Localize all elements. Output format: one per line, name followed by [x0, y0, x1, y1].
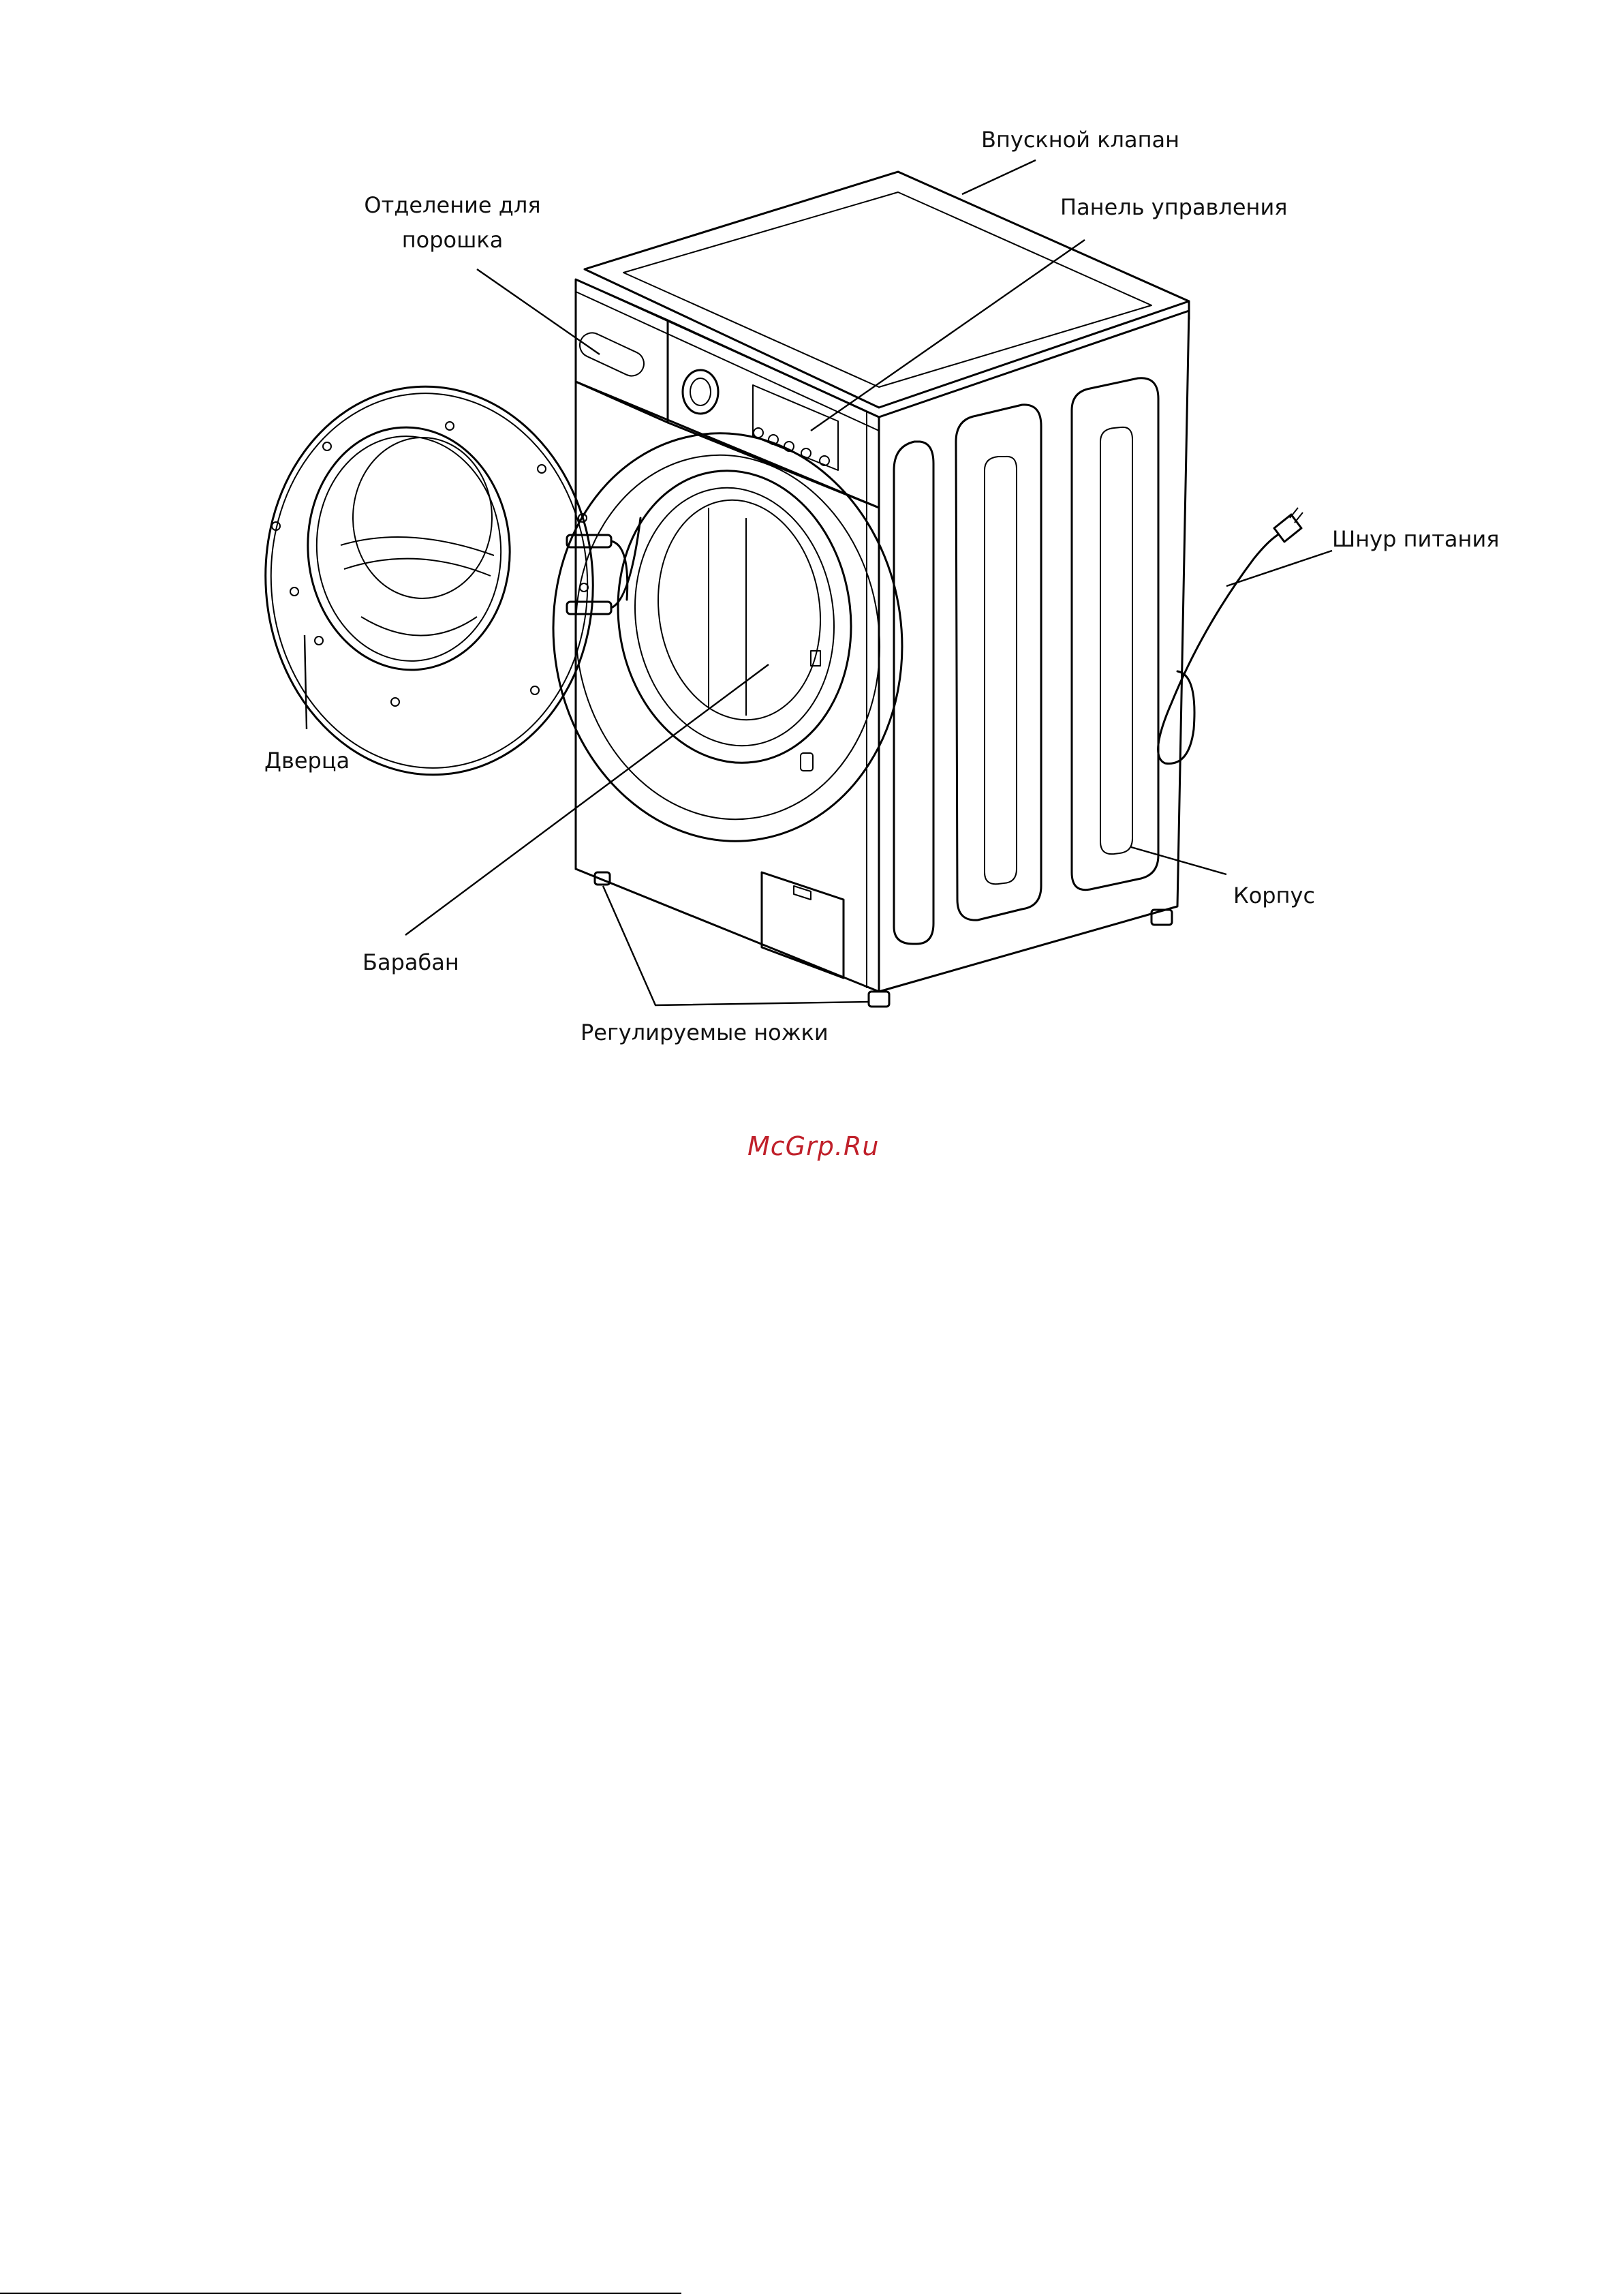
side-panel — [867, 311, 1189, 992]
adjustable-feet-drawing — [595, 872, 1172, 1007]
label-drum: Барабан — [362, 949, 459, 975]
leader-drum — [405, 664, 769, 935]
label-detergent-drawer-line1: Отделение для — [364, 192, 540, 218]
label-power-cord: Шнур питания — [1332, 526, 1500, 552]
label-adjustable-feet: Регулируемые ножки — [581, 1020, 829, 1045]
open-door — [253, 376, 606, 786]
power-cord — [1158, 508, 1303, 763]
label-detergent-drawer-line2: порошка — [402, 227, 504, 253]
label-inlet-valve: Впускной клапан — [981, 127, 1179, 153]
label-cabinet: Корпус — [1233, 883, 1315, 908]
label-door: Дверца — [264, 748, 350, 774]
leader-door — [305, 635, 307, 729]
leader-power-cord — [1226, 551, 1332, 586]
watermark-text: McGrp.Ru — [747, 1131, 879, 1161]
leader-adjustable-feet — [603, 886, 869, 1005]
front-control-strip — [576, 279, 879, 508]
leader-inlet-valve — [962, 160, 1036, 194]
leader-control-panel — [811, 240, 1085, 431]
label-control-panel: Панель управления — [1060, 194, 1288, 220]
